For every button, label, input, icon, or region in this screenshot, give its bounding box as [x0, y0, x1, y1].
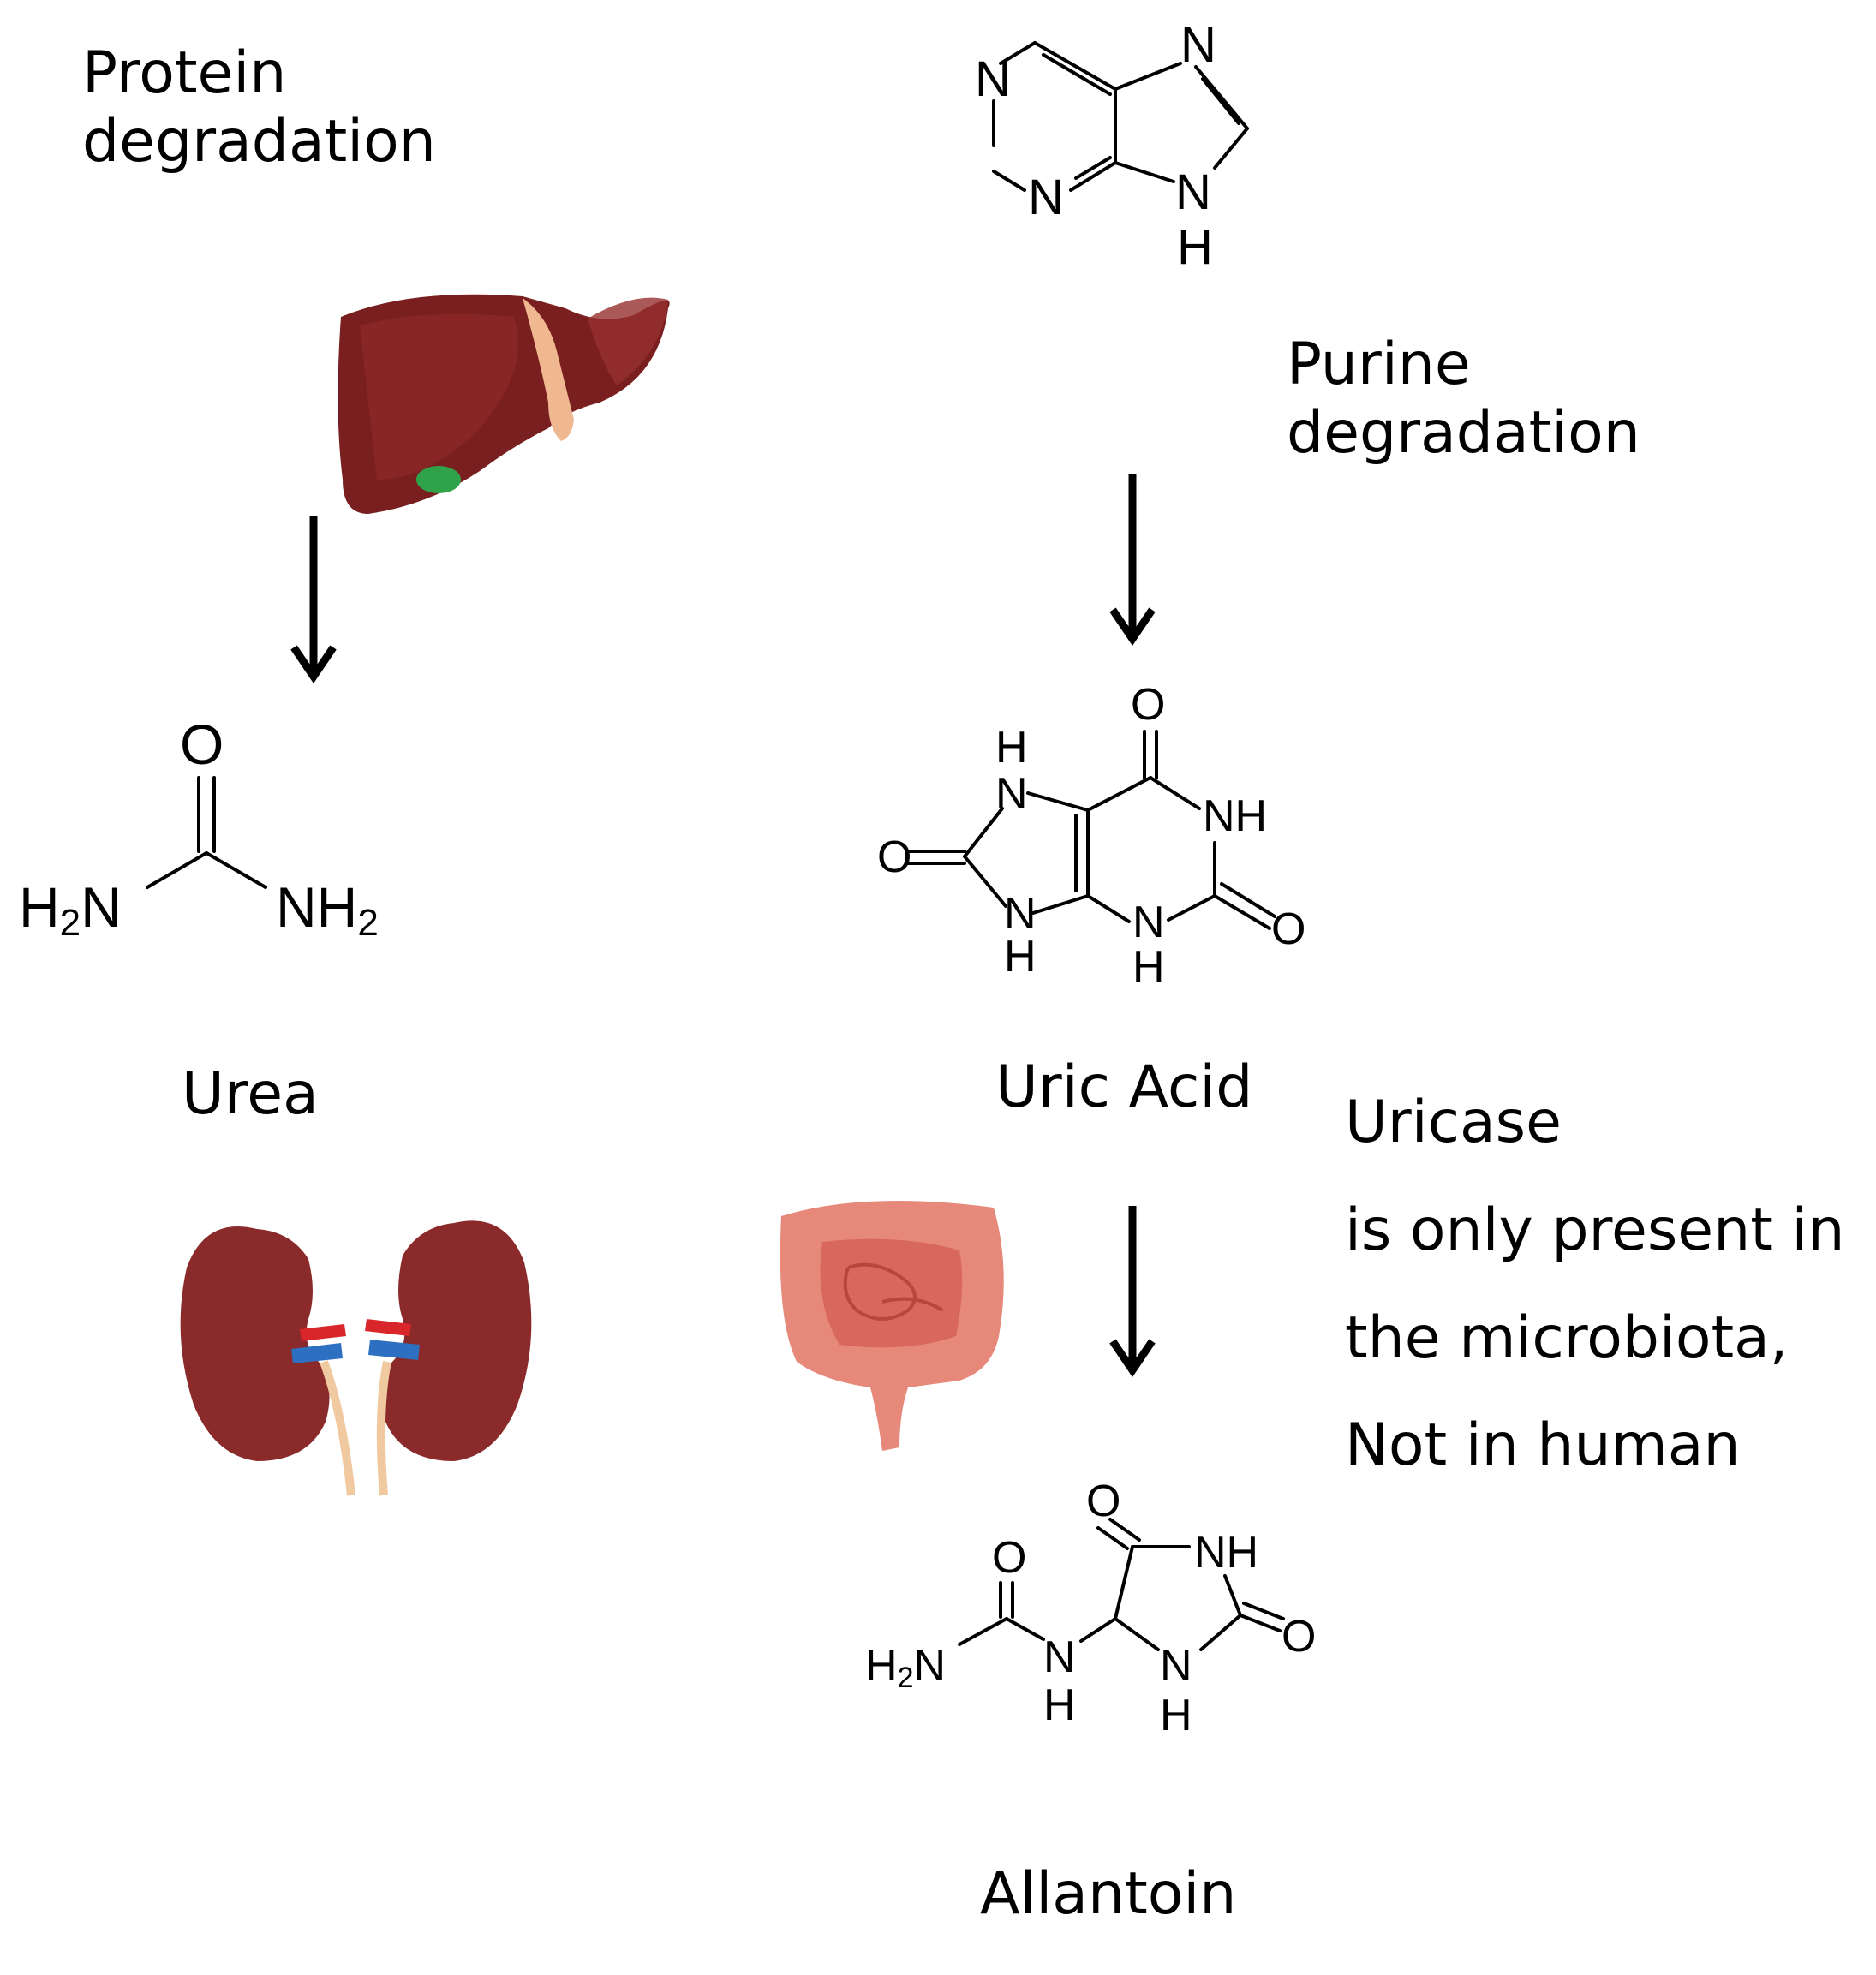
allantoin-structure: O NH O O H2N N H N H [865, 1477, 1316, 1740]
allantoin-h2n-h: H [865, 1641, 898, 1691]
urea-structure: O H2N NH2 [19, 713, 379, 944]
uric-nh1: NH [1203, 791, 1267, 841]
urea-label: Urea [182, 1060, 319, 1128]
uric-h3: H [1132, 942, 1165, 992]
uric-h9: H [1004, 932, 1037, 982]
purine-n9: N [1175, 164, 1211, 220]
purine-degradation-label: Purine degradation [1287, 331, 1640, 468]
uric-h7: H [995, 723, 1028, 773]
uric-acid-structure: O H N NH O O N H N H [877, 680, 1305, 992]
purine-h9: H [1177, 219, 1213, 275]
purine-structure: N N N N H [975, 17, 1249, 275]
purine-n3: N [1028, 170, 1064, 225]
allantoin-h-link: H [1043, 1680, 1076, 1730]
allantoin-n-link: N [1043, 1632, 1076, 1682]
uric-o6: O [1131, 680, 1165, 730]
liver-icon [338, 294, 670, 514]
urea-h2n-n: N [81, 875, 122, 939]
urea-nh2-nh: NH [276, 875, 357, 939]
purine-n7: N [1180, 17, 1216, 73]
intestine-icon [780, 1201, 1004, 1451]
allantoin-h2n: H2N [865, 1641, 946, 1694]
allantoin-label: Allantoin [980, 1860, 1237, 1928]
allantoin-h2n-sub: 2 [898, 1662, 914, 1694]
allantoin-n1: N [1160, 1641, 1192, 1691]
purine-n1: N [975, 51, 1011, 107]
arrow-uric-acid-to-allantoin [1109, 1206, 1156, 1378]
urea-h2n-h: H [19, 875, 60, 939]
uricase-note-line-3: the microbiota, [1345, 1304, 1789, 1372]
protein-label-line-2: degradation [82, 108, 436, 176]
uric-acid-label: Uric Acid [995, 1053, 1253, 1121]
urea-h2n: H2N [19, 875, 122, 944]
purine-label-line-2: degradation [1287, 399, 1640, 468]
purine-label-line-1: Purine [1287, 331, 1471, 398]
uric-o8: O [877, 832, 911, 882]
uricase-note-line-1: Uricase [1345, 1089, 1562, 1156]
arrow-purine-to-uric-acid [1109, 474, 1156, 647]
protein-degradation-label: Protein degradation [82, 39, 436, 176]
uricase-note: Uricase is only present in the microbiot… [1345, 1069, 1844, 1500]
urea-h2n-sub: 2 [60, 902, 81, 944]
allantoin-o2: O [1282, 1612, 1316, 1662]
allantoin-o-urea: O [992, 1533, 1026, 1583]
uric-o2: O [1271, 904, 1305, 954]
uric-n9: N [1004, 889, 1037, 939]
arrow-liver-to-urea [290, 516, 337, 684]
allantoin-o5: O [1086, 1477, 1120, 1526]
urea-nh2: NH2 [276, 875, 379, 944]
protein-label-line-1: Protein [82, 39, 287, 107]
allantoin-h1: H [1160, 1691, 1192, 1740]
uric-n3: N [1132, 898, 1165, 947]
uricase-note-line-2: is only present in [1345, 1196, 1845, 1264]
uricase-note-line-4: Not in human [1345, 1411, 1741, 1480]
urea-oxygen: O [180, 713, 224, 776]
allantoin-nh: NH [1194, 1528, 1258, 1578]
urea-nh2-sub: 2 [357, 902, 378, 944]
kidneys-icon [180, 1220, 532, 1496]
allantoin-h2n-n: N [913, 1641, 946, 1691]
